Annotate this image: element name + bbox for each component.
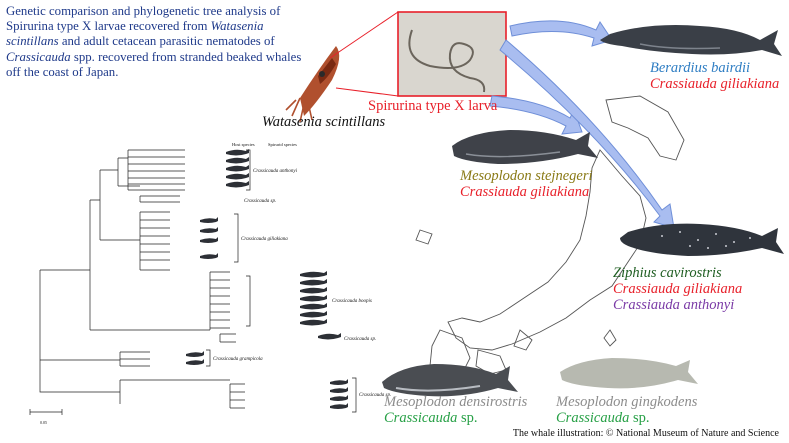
clade-label-anthonyi: Crassicauda anthonyi — [253, 169, 298, 174]
label-larva: Spirurina type X larva — [368, 98, 498, 114]
squid-illustration — [285, 46, 340, 123]
label-stejnegeri-parasite: Crassiauda giliakiana — [460, 184, 590, 200]
tree-clade-labels: Crassicauda anthonyi Crassicauda sp. Cra… — [40, 169, 391, 425]
label-squid: Watasenia scintillans — [262, 114, 386, 130]
label-stejnegeri-host: Mesoplodon stejnegeri — [460, 168, 593, 184]
whale-ziphius — [620, 223, 784, 256]
clade-label-sp-3: Crassicauda sp. — [359, 393, 391, 398]
figure-title: Genetic comparison and phylogenetic tree… — [6, 4, 302, 79]
tree-scale-label: 0.05 — [40, 420, 47, 425]
label-densirostris-parasite: Crassicauda sp. — [384, 410, 478, 426]
label-gingkodens-host: Mesoplodon gingkodens — [556, 394, 698, 410]
label-berardius-parasite: Crassiauda giliakiana — [650, 76, 780, 92]
clade-label-giliakiana: Crassicauda giliakiana — [241, 237, 288, 242]
label-ziphius-host: Ziphius cavirostris — [613, 265, 722, 281]
connector-line-top — [329, 11, 399, 59]
label-ziphius-parasite-2: Crassiauda anthonyi — [613, 297, 735, 313]
clade-label-sp-1: Crassicauda sp. — [244, 199, 276, 204]
whale-stejnegeri — [452, 130, 598, 164]
label-ziphius-parasite-1: Crassiauda giliakiana — [613, 281, 743, 297]
clade-label-boopis: Crassicauda boopis — [332, 299, 372, 304]
clade-label-grampicola: Crassicauda grampicola — [213, 357, 263, 362]
label-berardius-host: Berardius bairdii — [650, 60, 751, 76]
connector-line-bottom — [335, 87, 399, 97]
tree-header-host: Host species — [232, 142, 255, 147]
whale-gingkodens — [560, 358, 698, 389]
phylogenetic-tree: Host species Spirurid species — [29, 142, 357, 415]
whale-berardius — [600, 25, 782, 56]
label-gingkodens-parasite: Crassicauda sp. — [556, 410, 650, 426]
label-densirostris-host: Mesoplodon densirostris — [384, 394, 528, 410]
larva-photo — [397, 11, 507, 97]
clade-label-sp-2: Crassicauda sp. — [344, 337, 376, 342]
tree-header-spirurid: Spirurid species — [268, 142, 297, 147]
illustration-credit: The whale illustration: © National Museu… — [512, 428, 779, 439]
whale-densirostris — [382, 364, 518, 397]
